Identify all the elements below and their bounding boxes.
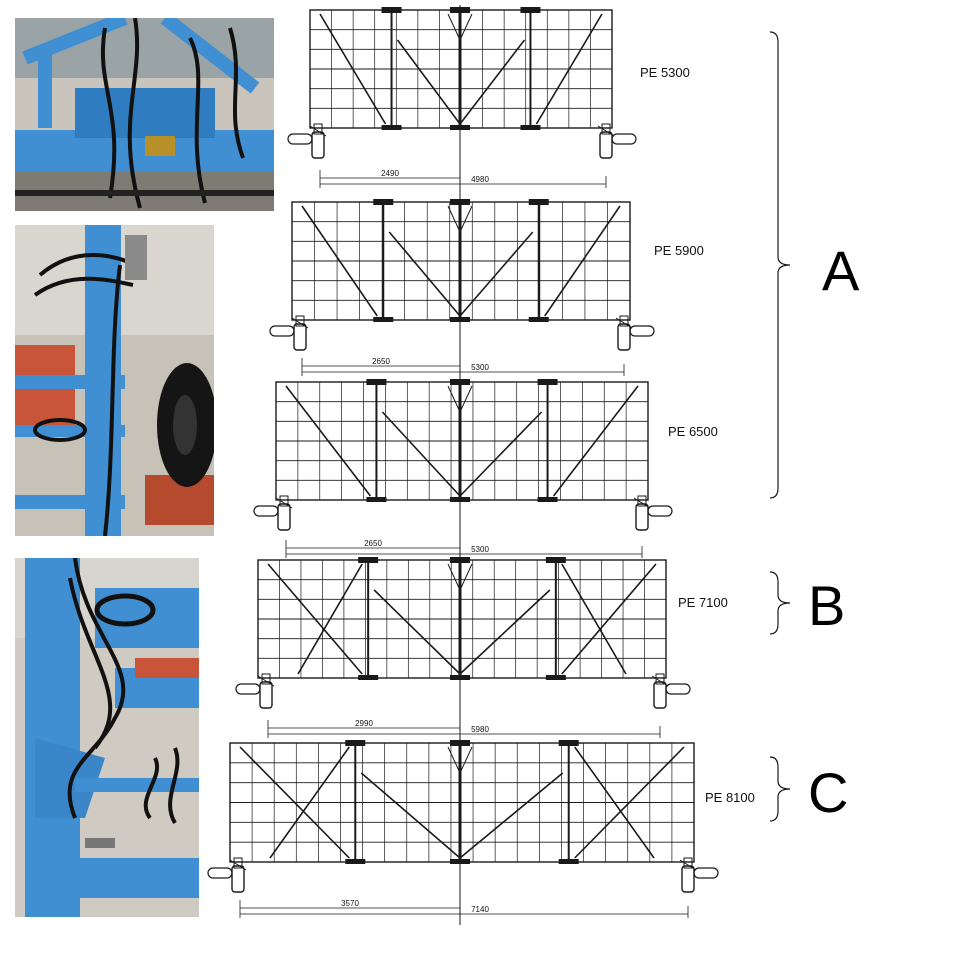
depth-wheel bbox=[287, 123, 327, 159]
frame-pe8100: 3570 7140 bbox=[207, 740, 719, 918]
depth-wheel bbox=[679, 857, 719, 893]
depth-wheel bbox=[597, 123, 637, 159]
group-letter: C bbox=[808, 761, 848, 824]
depth-wheel bbox=[651, 673, 691, 709]
half-width-label: 2650 bbox=[372, 357, 390, 366]
model-label: PE 5900 bbox=[654, 243, 704, 258]
depth-wheel bbox=[235, 673, 275, 709]
full-width-label: 5980 bbox=[471, 725, 489, 734]
group-letter: B bbox=[808, 574, 845, 637]
model-label: PE 5300 bbox=[640, 65, 690, 80]
group-brace-a: A bbox=[769, 31, 860, 499]
half-width-label: 2990 bbox=[355, 719, 373, 728]
depth-wheel bbox=[269, 315, 309, 351]
depth-wheel bbox=[633, 495, 673, 531]
depth-wheel bbox=[253, 495, 293, 531]
dimension-lines: 2650 5300 bbox=[301, 357, 625, 376]
half-width-label: 2650 bbox=[364, 539, 382, 548]
full-width-label: 5300 bbox=[471, 363, 489, 372]
half-width-label: 3570 bbox=[341, 899, 359, 908]
full-width-label: 5300 bbox=[471, 545, 489, 554]
half-width-label: 2490 bbox=[381, 169, 399, 178]
model-label: PE 6500 bbox=[668, 424, 718, 439]
dimension-lines: 3570 7140 bbox=[239, 899, 689, 918]
frame-pe6500: 2650 5300 bbox=[253, 379, 673, 558]
model-label: PE 8100 bbox=[705, 790, 755, 805]
frame-pe7100: 2990 5980 bbox=[235, 557, 691, 738]
photo-depth-wheel bbox=[15, 225, 214, 536]
full-width-label: 4980 bbox=[471, 175, 489, 184]
photo-hitch-frame bbox=[15, 18, 274, 211]
dimension-lines: 2990 5980 bbox=[267, 719, 661, 738]
group-letter: A bbox=[822, 239, 860, 302]
frame-pe5300: 2490 4980 bbox=[287, 7, 637, 188]
depth-wheel bbox=[207, 857, 247, 893]
photo-frame-leg bbox=[15, 558, 199, 917]
depth-wheel bbox=[615, 315, 655, 351]
full-width-label: 7140 bbox=[471, 905, 489, 914]
frame-pe5900: 2650 5300 bbox=[269, 199, 655, 376]
dimension-lines: 2650 5300 bbox=[285, 539, 643, 558]
group-brace-b: B bbox=[769, 571, 845, 637]
group-brace-c: C bbox=[769, 756, 848, 824]
dimension-lines: 2490 4980 bbox=[319, 169, 607, 188]
model-label: PE 7100 bbox=[678, 595, 728, 610]
